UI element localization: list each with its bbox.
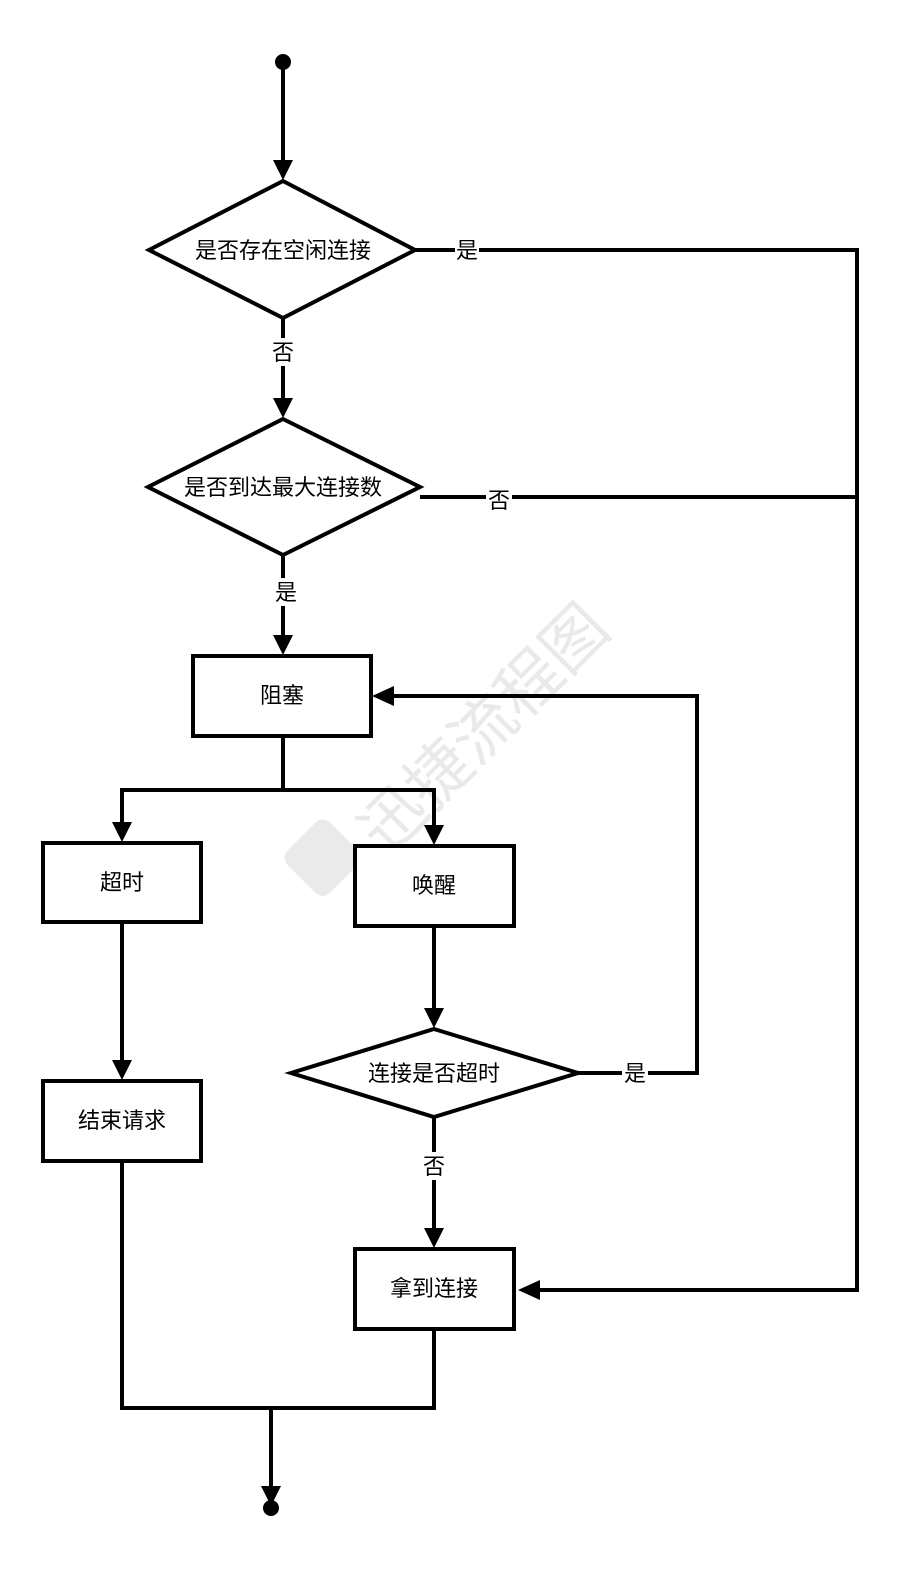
node-check-max-label: 是否到达最大连接数 [184,476,382,501]
edge-label-idle-yes: 是 [456,239,478,264]
edge-label-max-yes: 是 [275,581,297,606]
node-wakeup: 唤醒 [353,844,516,928]
node-timeout: 超时 [41,841,203,924]
edge-label-conn-timeout-no: 否 [423,1155,445,1180]
arrowhead [424,1008,444,1028]
node-timeout-label: 超时 [100,871,144,896]
arrowhead [424,1228,444,1248]
node-wakeup-label: 唤醒 [412,874,456,899]
edge-labels: 是 否 否 是 是 否 [271,236,648,1180]
edge-end-request-down [120,1161,436,1410]
node-block-label: 阻塞 [260,684,304,709]
node-end-request: 结束请求 [41,1079,203,1163]
arrowhead [273,160,293,180]
node-get-conn-label: 拿到连接 [390,1276,478,1302]
arrowhead [372,686,394,706]
arrowhead [112,822,132,842]
node-block: 阻塞 [191,654,373,738]
node-check-idle-label: 是否存在空闲连接 [195,239,371,264]
node-check-max: 是否到达最大连接数 [143,416,425,558]
edge-block-to-wakeup [283,788,436,831]
arrowhead [424,825,444,845]
node-end-request-label: 结束请求 [78,1109,166,1134]
node-check-idle: 是否存在空闲连接 [144,178,420,321]
node-get-conn: 拿到连接 [353,1247,516,1331]
node-check-conn-timeout: 连接是否超时 [284,1026,585,1120]
end-node [263,1500,279,1516]
edge-idle-yes [415,248,859,1292]
edge-label-conn-timeout-yes: 是 [624,1062,646,1087]
arrowhead [112,1060,132,1080]
edge-label-max-no: 否 [488,489,510,514]
arrowhead [261,1486,281,1506]
arrowhead [273,635,293,655]
edge-block-split [120,736,285,828]
edge-label-idle-no: 否 [272,341,294,366]
watermark-text: 迅捷流程图 [345,590,624,869]
node-check-conn-timeout-label: 连接是否超时 [368,1062,500,1087]
arrowhead [518,1280,540,1300]
arrowhead [273,398,293,418]
